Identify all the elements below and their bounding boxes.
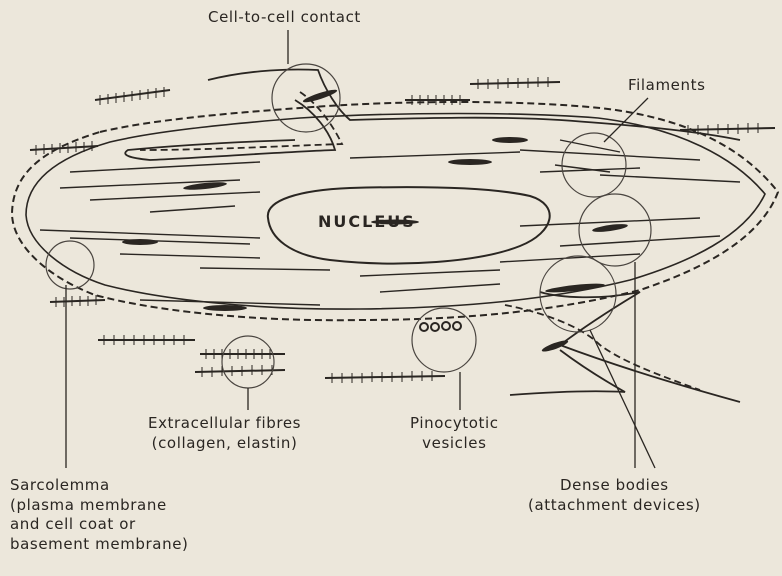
label-sarcolemma-line1: Sarcolemma [10, 476, 188, 496]
label-nucleus: NUCLEUS [318, 212, 416, 231]
label-pinocytotic-vesicles-line2: vesicles [410, 434, 499, 454]
label-dense-bodies-line1: Dense bodies [528, 476, 701, 496]
label-pinocytotic-vesicles-line1: Pinocytotic [410, 414, 499, 434]
label-cell-to-cell-contact: Cell-to-cell contact [208, 8, 361, 28]
label-extracellular-fibres: Extracellular fibres (collagen, elastin) [148, 414, 301, 453]
label-sarcolemma: Sarcolemma (plasma membrane and cell coa… [10, 476, 188, 554]
label-sarcolemma-line3: and cell coat or [10, 515, 188, 535]
label-sarcolemma-line4: basement membrane) [10, 535, 188, 555]
label-pinocytotic-vesicles: Pinocytotic vesicles [410, 414, 499, 453]
label-filaments: Filaments [628, 76, 706, 96]
leader-lines [66, 30, 655, 468]
circle-sarcolemma [46, 241, 94, 289]
label-extracellular-fibres-line2: (collagen, elastin) [148, 434, 301, 454]
label-dense-bodies: Dense bodies (attachment devices) [528, 476, 701, 515]
circle-pinocytotic-vesicles [412, 308, 476, 372]
neighbouring-cell-bottom-outline [540, 292, 740, 402]
pinocytotic-vesicles [420, 322, 461, 331]
label-extracellular-fibres-line1: Extracellular fibres [148, 414, 301, 434]
circle-cell-contact [272, 64, 340, 132]
circle-extracellular-fibres [222, 336, 274, 388]
neighbouring-cell-bottom-dashes [505, 305, 700, 390]
circle-filaments [562, 133, 626, 197]
neighbouring-cell-bottom-arm [510, 350, 625, 395]
neighbouring-cell-top-lower [125, 100, 335, 160]
label-dense-bodies-line2: (attachment devices) [528, 496, 701, 516]
label-sarcolemma-line2: (plasma membrane [10, 496, 188, 516]
